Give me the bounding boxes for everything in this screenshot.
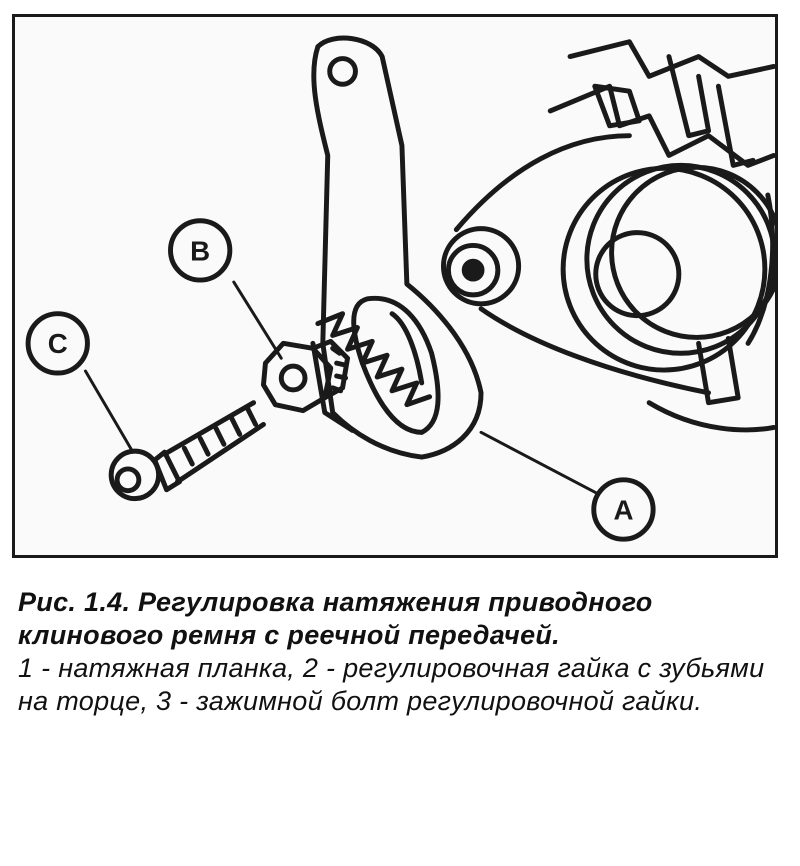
tension-bracket [310,35,484,460]
adjusting-nut [260,338,351,414]
alternator-pulley [560,162,775,373]
callout-b-label: B [190,235,210,266]
clamp-bolt [108,400,266,502]
callout-a-circle [591,477,656,542]
leader-lines [83,280,600,496]
figure-caption: Рис. 1.4. Регулировка натяжения приводно… [18,586,788,718]
diagram-frame: B C A [12,14,778,558]
callout-b-circle [168,218,233,283]
pivot-bolt [440,226,522,307]
engine-housing [453,39,775,433]
caption-title: Рис. 1.4. Регулировка натяжения приводно… [18,587,653,650]
callout-a-label: A [613,494,633,525]
callout-c-label: C [48,328,68,359]
belt-tensioner-illustration: B C A [25,35,775,542]
caption-legend: 1 - натяжная планка, 2 - регулировочная … [18,653,765,716]
callout-c-circle [25,311,90,376]
